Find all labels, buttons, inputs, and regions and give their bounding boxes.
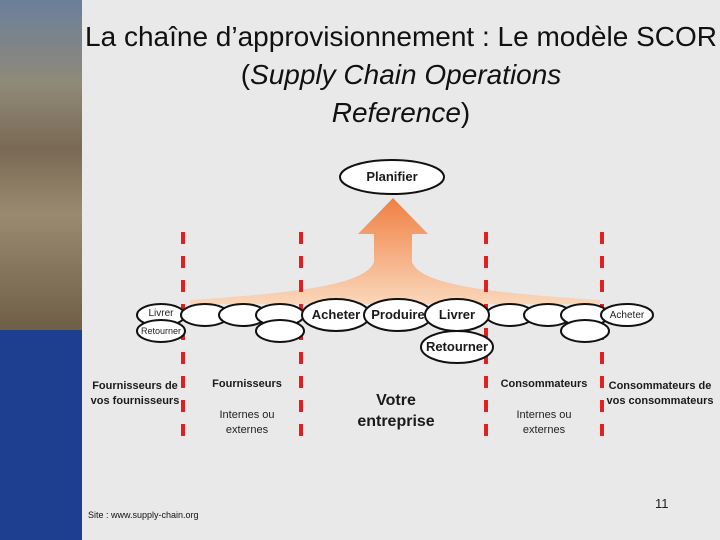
- produire-label: Produire: [371, 307, 425, 322]
- acheter-label: Acheter: [311, 307, 361, 322]
- planifier-ellipse: [339, 159, 445, 195]
- title-italic-1: Supply Chain Operations: [250, 59, 562, 90]
- col-suppliers: Fournisseurs: [212, 378, 282, 390]
- side-photo: [0, 0, 82, 330]
- page-number: 11: [655, 496, 669, 511]
- planning-arrow: [190, 198, 600, 304]
- retourner-ellipse: [420, 330, 494, 364]
- chain-link: [255, 319, 305, 343]
- col-customers-sub: Internes ou externes: [516, 409, 572, 436]
- slide-title: La chaîne d’approvisionnement : Le modèl…: [82, 18, 720, 132]
- left-livrer-label: Livrer: [148, 308, 174, 319]
- title-text: La chaîne d’approvisionnement : Le modèl…: [85, 21, 717, 90]
- livrer-label: Livrer: [438, 307, 476, 322]
- left-retourner-label: Retourner: [140, 326, 182, 336]
- chain-link: [560, 319, 610, 343]
- footer-site: Site : www.supply-chain.org: [88, 510, 199, 520]
- col-customers: Consommateurs: [500, 378, 588, 390]
- chain-link: [136, 319, 186, 343]
- right-acheter-label: Acheter: [609, 310, 645, 321]
- planifier-label: Planifier: [366, 169, 418, 184]
- side-blue-band: [0, 330, 82, 540]
- retourner-label: Retourner: [425, 339, 489, 354]
- col-customers-of-customers: Consommateurs de vos consommateurs: [606, 380, 714, 407]
- title-italic-2: Reference: [331, 97, 461, 128]
- col-suppliers-sub: Internes ou externes: [219, 409, 275, 436]
- col-your-company: Votre entreprise: [357, 392, 435, 430]
- title-close: ): [460, 97, 471, 128]
- col-suppliers-of-suppliers: Fournisseurs de vos fournisseurs: [90, 380, 180, 407]
- chain-link: [600, 303, 654, 327]
